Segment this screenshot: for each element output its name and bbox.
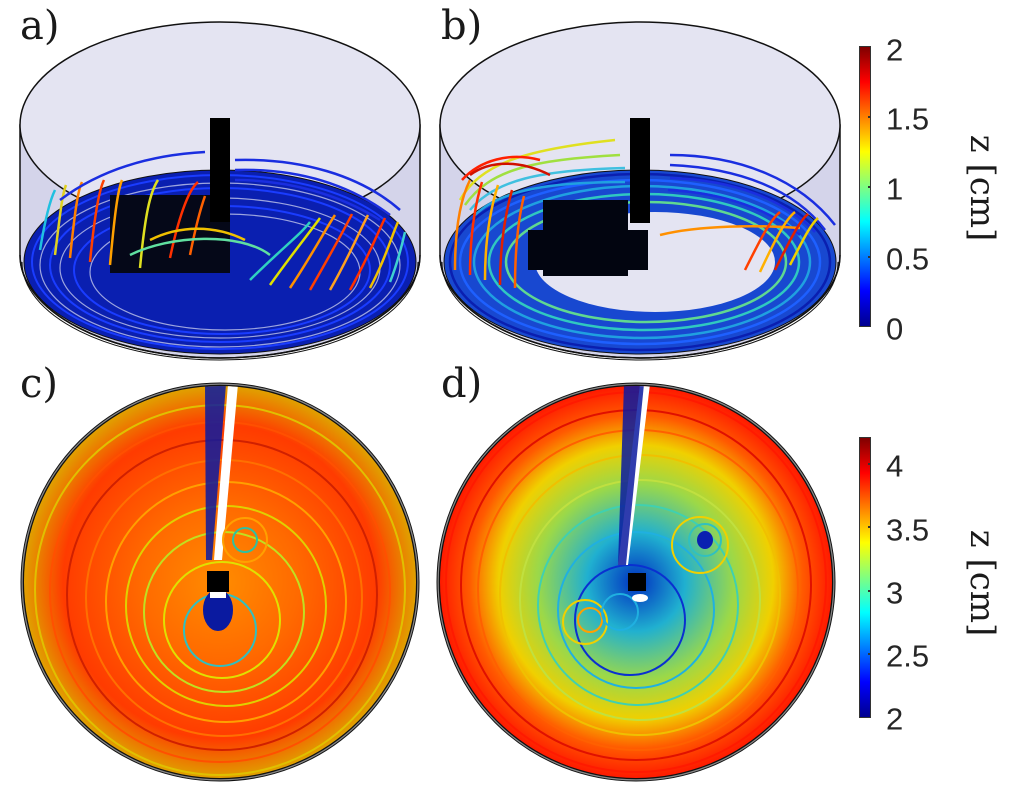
- colorbar-top-title: z [cm]: [962, 134, 1002, 242]
- panel-label-a: a): [20, 3, 60, 49]
- panel-label-b: b): [441, 3, 483, 49]
- panel-a-cylinder: [19, 21, 421, 361]
- colorbar-bottom-tick: [868, 526, 871, 528]
- colorbar-top-tick-label: 0.5: [886, 241, 930, 277]
- colorbar-top-tick: [868, 116, 871, 118]
- colorbar-bottom-tick-label: 2.5: [886, 638, 930, 674]
- colorbar-top-tick-label: 2: [886, 32, 904, 68]
- panel-label-d: d): [441, 361, 483, 407]
- colorbar-bottom-tick-label: 3: [886, 575, 904, 611]
- colorbar-bottom-tick-label: 4: [886, 448, 904, 484]
- colorbar-top-tick: [868, 186, 871, 188]
- colorbar-bottom-tick: [868, 463, 871, 465]
- colorbar-bottom-gradient: [859, 437, 871, 718]
- colorbar-bottom-title: z [cm]: [962, 529, 1002, 637]
- panel-label-c: c): [20, 361, 59, 407]
- colorbar-top-tick-label: 0: [886, 311, 904, 347]
- panel-c-topview: [20, 382, 420, 782]
- colorbar-bottom-tick-label: 2: [886, 701, 904, 737]
- panel-d-topview: [436, 382, 836, 782]
- colorbar-bottom-tick: [868, 653, 871, 655]
- colorbar-bottom-tick-label: 3.5: [886, 512, 930, 548]
- colorbar-top-tick-label: 1: [886, 171, 904, 207]
- colorbar-bottom-tick: [868, 590, 871, 592]
- colorbar-top-tick-label: 1.5: [886, 101, 930, 137]
- panel-b-cylinder: [439, 21, 841, 361]
- colorbar-top-tick: [868, 256, 871, 258]
